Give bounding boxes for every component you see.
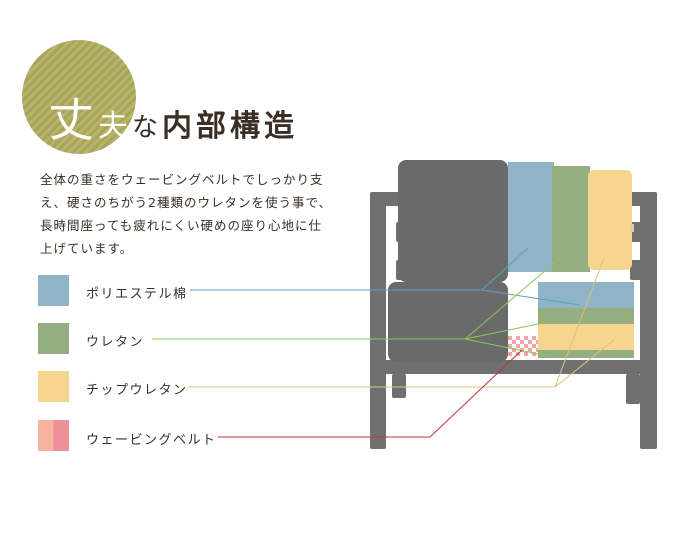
seat-layer-polyester — [538, 282, 634, 308]
back-layer-chip-urethane — [588, 170, 632, 270]
title-char-3: な — [132, 113, 163, 143]
title-block: 丈夫な内部構造 — [22, 40, 342, 154]
title-circle-decoration — [22, 40, 136, 154]
legend-label-webbing-belt: ウェービングベルト — [86, 433, 217, 448]
title-char-2: 夫 — [98, 109, 132, 144]
legend-label-urethane: ウレタン — [86, 335, 145, 350]
back-edge-line — [630, 224, 634, 232]
back-layer-polyester — [508, 162, 554, 272]
seat-cushion — [388, 282, 508, 362]
back-cushion — [398, 160, 508, 282]
legend-swatch-polyester — [38, 275, 69, 306]
description-text: 全体の重さをウェービングベルトでしっかり支え、硬さのちがう2種類のウレタンを使う… — [40, 172, 332, 256]
seat-layer-urethane — [538, 308, 634, 324]
legend-label-chip-urethane: チップウレタン — [86, 383, 188, 398]
leader-lines-urethane — [152, 257, 561, 357]
legend-swatch-webbing-belt — [38, 420, 69, 451]
legend-label-polyester: ポリエステル棉 — [86, 287, 188, 302]
legend-swatch-urethane — [38, 323, 69, 354]
title-char-4: 内部構造 — [162, 109, 299, 144]
leader-lines-polyester — [190, 247, 581, 306]
seat-layer-chip-urethane — [538, 324, 634, 350]
title-char-1: 丈 — [48, 93, 98, 147]
page-title: 丈夫な内部構造 — [48, 84, 298, 150]
seat-layer-webbing-belt — [508, 336, 538, 356]
legend-swatch-chip-urethane — [38, 371, 69, 402]
seat-layer-urethane-bottom — [538, 350, 634, 358]
leader-lines-webbing-belt — [218, 349, 523, 438]
back-layer-urethane — [552, 166, 590, 272]
leader-lines-chip-urethane — [188, 257, 615, 388]
